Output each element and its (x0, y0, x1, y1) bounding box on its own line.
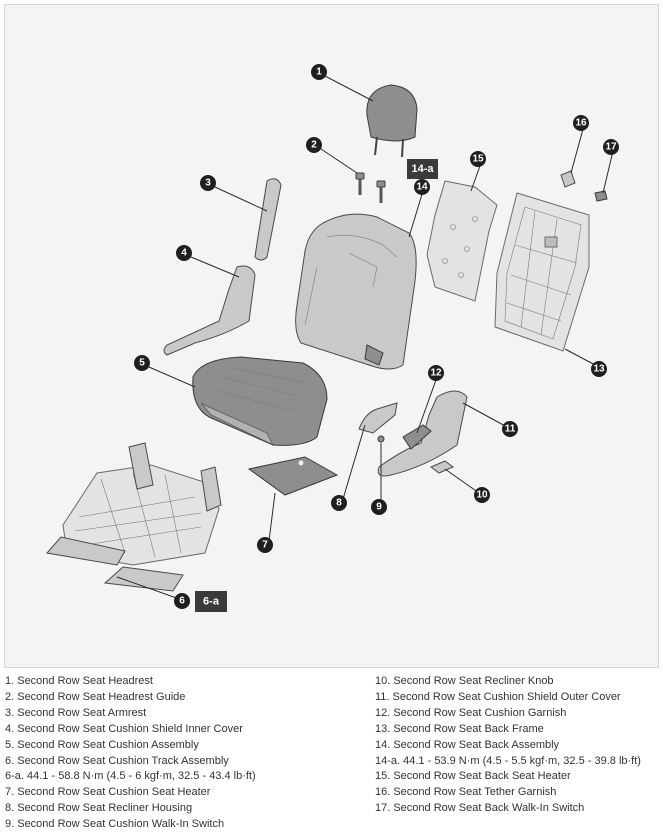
svg-text:12: 12 (430, 368, 442, 379)
callout-11: 11 (502, 421, 518, 437)
cushion-seat-heater-part (247, 456, 339, 496)
callout-13: 13 (591, 361, 607, 377)
legend-item: 15. Second Row Seat Back Seat Heater (375, 770, 571, 783)
legend-item: 7. Second Row Seat Cushion Seat Heater (5, 786, 211, 799)
back-walk-in-switch-part (594, 190, 608, 202)
legend-item: 3. Second Row Seat Armrest (5, 706, 147, 719)
svg-text:6-a: 6-a (203, 596, 220, 608)
tether-garnish-part (560, 170, 576, 188)
callout-1: 1 (311, 64, 327, 80)
legend-item: 1. Second Row Seat Headrest (5, 675, 153, 687)
cushion-walk-in-switch-part (377, 435, 385, 443)
callout-4: 4 (176, 245, 192, 261)
svg-text:4: 4 (181, 248, 187, 259)
svg-text:9: 9 (376, 502, 382, 513)
svg-text:2: 2 (311, 140, 317, 151)
svg-text:5: 5 (139, 358, 145, 369)
headrest-guide-part (355, 172, 386, 203)
svg-text:16: 16 (575, 118, 587, 129)
svg-text:6: 6 (179, 596, 185, 607)
exploded-parts-diagram: 14-a 6-a 1 2 3 4 5 6 7 8 9 10 11 12 13 1… (4, 4, 659, 668)
seat-back-assembly-part (295, 213, 417, 370)
legend-item: 9. Second Row Seat Cushion Walk-In Switc… (5, 818, 225, 831)
legend-item: 11. Second Row Seat Cushion Shield Outer… (375, 690, 621, 703)
recliner-knob-part (430, 460, 454, 474)
parts-legend: 1. Second Row Seat Headrest 2. Second Ro… (0, 674, 663, 833)
callout-15: 15 (470, 151, 486, 167)
cushion-track-assembly-part (46, 442, 222, 592)
legend-item: 14-a. 44.1 - 53.9 N·m (4.5 - 5.5 kgf·m, … (375, 754, 641, 767)
callout-9: 9 (371, 499, 387, 515)
legend-item: 2. Second Row Seat Headrest Guide (5, 690, 186, 703)
callout-16: 16 (573, 115, 589, 131)
callout-7: 7 (257, 537, 273, 553)
legend-item: 16. Second Row Seat Tether Garnish (375, 786, 557, 799)
callout-10: 10 (474, 487, 490, 503)
seat-back-frame-part (494, 192, 590, 352)
torque-label-6a: 6-a (195, 591, 227, 612)
diagram-drawing: 14-a 6-a 1 2 3 4 5 6 7 8 9 10 11 12 13 1… (46, 64, 619, 612)
cushion-shield-outer-cover-part (377, 390, 468, 477)
legend-item: 5. Second Row Seat Cushion Assembly (5, 738, 199, 751)
legend-item: 12. Second Row Seat Cushion Garnish (375, 706, 567, 719)
legend-item: 6-a. 44.1 - 58.8 N·m (4.5 - 6 kgf·m, 32.… (5, 770, 256, 783)
svg-text:1: 1 (316, 67, 322, 78)
legend-item: 6. Second Row Seat Cushion Track Assembl… (5, 754, 229, 767)
svg-text:14-a: 14-a (411, 163, 434, 175)
callout-12: 12 (428, 365, 444, 381)
callout-8: 8 (331, 495, 347, 511)
svg-text:3: 3 (205, 178, 211, 189)
callout-14: 14 (414, 179, 430, 195)
svg-text:14: 14 (416, 182, 428, 193)
svg-text:8: 8 (336, 498, 342, 509)
legend-item: 10. Second Row Seat Recliner Knob (375, 675, 554, 687)
legend-item: 4. Second Row Seat Cushion Shield Inner … (5, 722, 243, 735)
cushion-shield-inner-cover-part (163, 265, 256, 356)
legend-column-left: 1. Second Row Seat Headrest 2. Second Ro… (5, 674, 365, 833)
svg-text:10: 10 (476, 490, 488, 501)
svg-text:17: 17 (605, 142, 617, 153)
callout-3: 3 (200, 175, 216, 191)
recliner-housing-part (358, 402, 398, 434)
callout-2: 2 (306, 137, 322, 153)
armrest-part (254, 178, 282, 261)
svg-text:13: 13 (593, 364, 605, 375)
legend-item: 14. Second Row Seat Back Assembly (375, 738, 560, 751)
legend-column-right: 10. Second Row Seat Recliner Knob 11. Se… (375, 674, 663, 817)
cushion-garnish-part (402, 424, 432, 450)
svg-text:11: 11 (505, 424, 516, 435)
svg-text:15: 15 (472, 154, 484, 165)
callout-17: 17 (603, 139, 619, 155)
seat-back-heater-part (426, 180, 498, 302)
callout-5: 5 (134, 355, 150, 371)
legend-item: 17. Second Row Seat Back Walk-In Switch (375, 802, 585, 815)
headrest-part (366, 84, 418, 158)
legend-item: 13. Second Row Seat Back Frame (375, 722, 544, 735)
callout-6: 6 (174, 593, 190, 609)
legend-item: 8. Second Row Seat Recliner Housing (5, 802, 193, 815)
cushion-assembly-part (192, 356, 328, 447)
torque-label-14a: 14-a (407, 159, 438, 179)
svg-text:7: 7 (262, 540, 268, 551)
